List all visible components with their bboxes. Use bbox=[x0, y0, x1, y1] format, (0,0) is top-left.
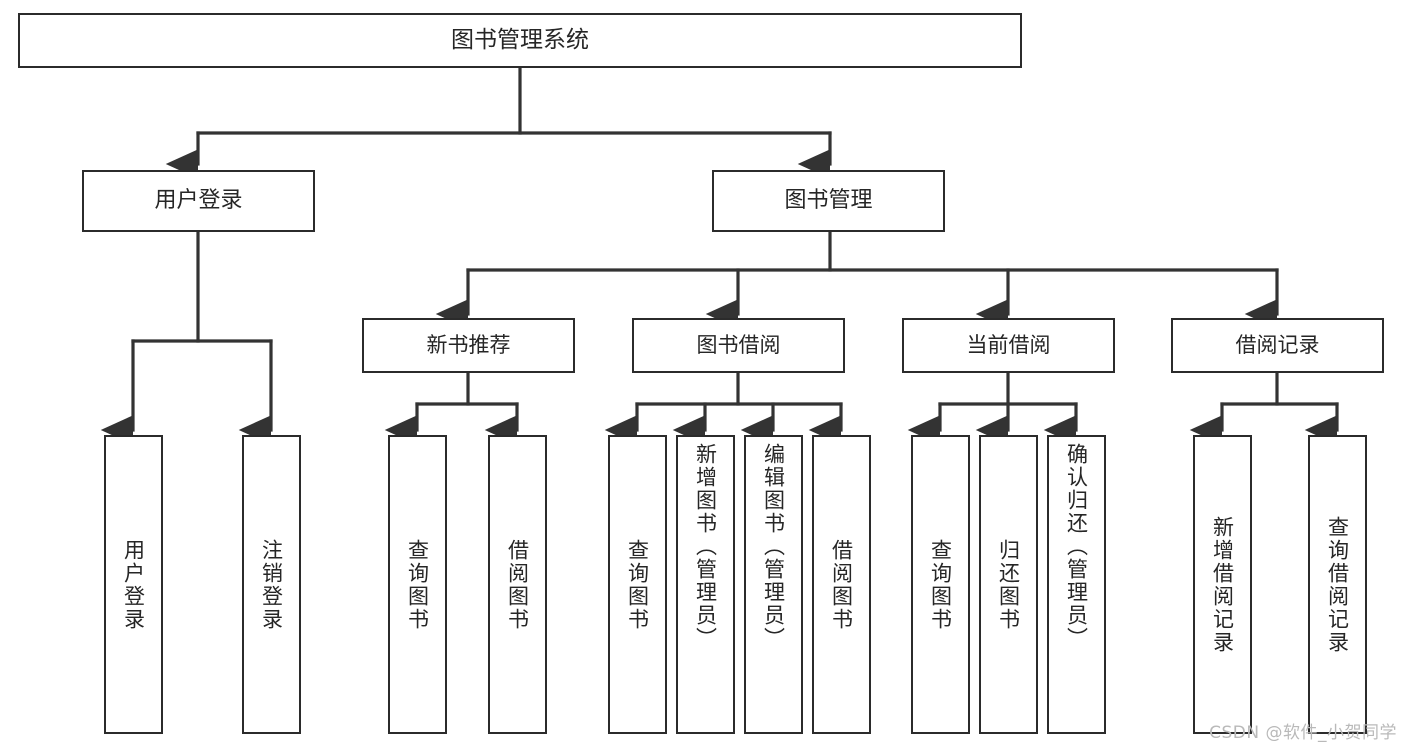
leaf-logout[interactable]: 注销登录 bbox=[242, 435, 301, 734]
node-book-borrow[interactable]: 图书借阅 bbox=[632, 318, 845, 373]
leaf-borrow-edit-label: 编辑图书（管理员） bbox=[761, 443, 786, 650]
leaf-rec-query[interactable]: 查询图书 bbox=[388, 435, 447, 734]
leaf-rec-add-label: 新增借阅记录 bbox=[1210, 515, 1235, 654]
leaf-borrow-do[interactable]: 借阅图书 bbox=[812, 435, 871, 734]
node-user-login-label: 用户登录 bbox=[154, 188, 243, 214]
leaf-rec-borrow-label: 借阅图书 bbox=[505, 538, 530, 631]
node-new-book-rec[interactable]: 新书推荐 bbox=[362, 318, 575, 373]
leaf-cur-return[interactable]: 归还图书 bbox=[979, 435, 1038, 734]
node-book-manage[interactable]: 图书管理 bbox=[712, 170, 945, 232]
leaf-rec-add[interactable]: 新增借阅记录 bbox=[1193, 435, 1252, 734]
leaf-borrow-edit[interactable]: 编辑图书（管理员） bbox=[744, 435, 803, 734]
leaf-rec-query2-label: 查询借阅记录 bbox=[1325, 515, 1350, 654]
leaf-cur-confirm[interactable]: 确认归还（管理员） bbox=[1047, 435, 1106, 734]
leaf-borrow-add-label: 新增图书（管理员） bbox=[693, 443, 718, 650]
node-root[interactable]: 图书管理系统 bbox=[18, 13, 1022, 68]
node-root-label: 图书管理系统 bbox=[451, 26, 589, 53]
leaf-cur-confirm-label: 确认归还（管理员） bbox=[1064, 443, 1089, 650]
leaf-rec-borrow[interactable]: 借阅图书 bbox=[488, 435, 547, 734]
node-book-manage-label: 图书管理 bbox=[784, 188, 873, 214]
leaf-cur-query-label: 查询图书 bbox=[928, 538, 953, 631]
leaf-user-login[interactable]: 用户登录 bbox=[104, 435, 163, 734]
leaf-borrow-query[interactable]: 查询图书 bbox=[608, 435, 667, 734]
node-borrow-record-label: 借阅记录 bbox=[1235, 333, 1320, 358]
node-book-borrow-label: 图书借阅 bbox=[696, 333, 781, 358]
csdn-watermark: CSDN @软件_小贺同学 bbox=[1209, 723, 1397, 743]
leaf-borrow-do-label: 借阅图书 bbox=[829, 538, 854, 631]
leaf-borrow-query-label: 查询图书 bbox=[625, 538, 650, 631]
node-current-borrow-label: 当前借阅 bbox=[966, 333, 1051, 358]
node-borrow-record[interactable]: 借阅记录 bbox=[1171, 318, 1384, 373]
leaf-user-login-label: 用户登录 bbox=[121, 538, 146, 631]
leaf-cur-return-label: 归还图书 bbox=[996, 538, 1021, 631]
leaf-borrow-add[interactable]: 新增图书（管理员） bbox=[676, 435, 735, 734]
leaf-cur-query[interactable]: 查询图书 bbox=[911, 435, 970, 734]
node-current-borrow[interactable]: 当前借阅 bbox=[902, 318, 1115, 373]
leaf-logout-label: 注销登录 bbox=[259, 538, 284, 631]
leaf-rec-query2[interactable]: 查询借阅记录 bbox=[1308, 435, 1367, 734]
leaf-rec-query-label: 查询图书 bbox=[405, 538, 430, 631]
node-user-login[interactable]: 用户登录 bbox=[82, 170, 315, 232]
node-new-book-rec-label: 新书推荐 bbox=[426, 333, 511, 358]
